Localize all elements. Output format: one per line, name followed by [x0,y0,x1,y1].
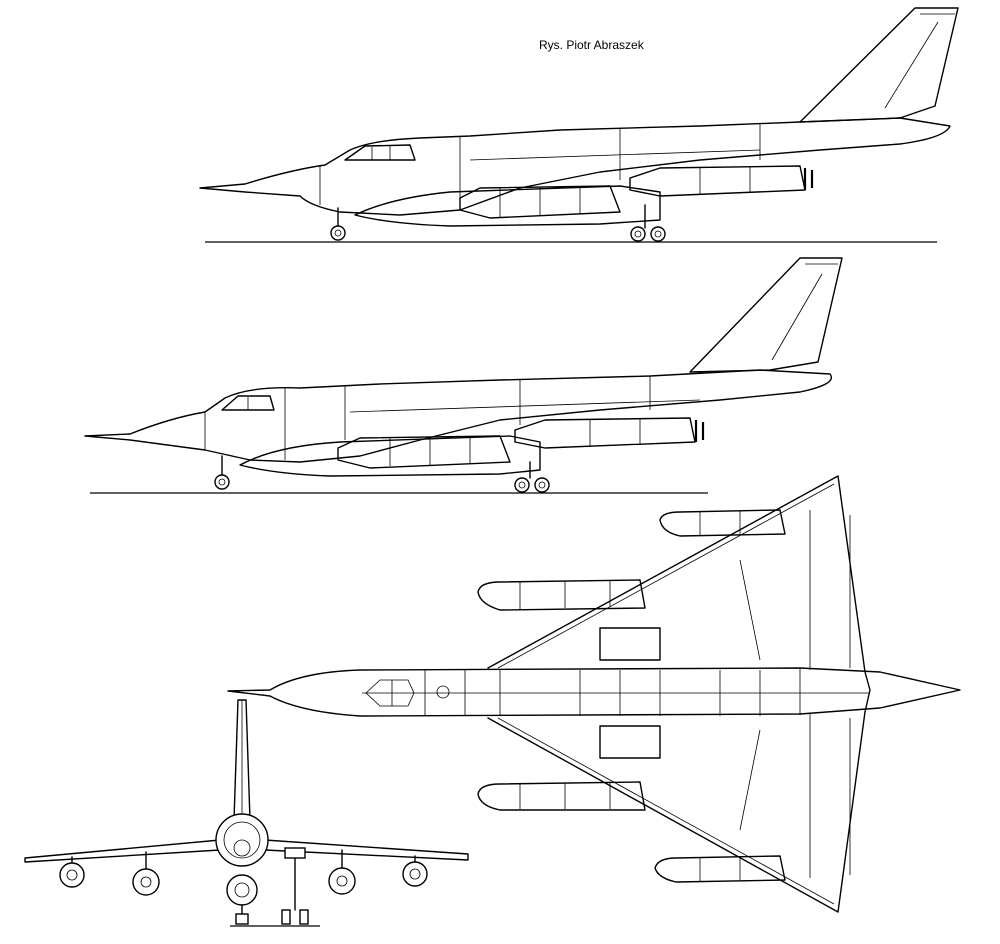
astrodome [436,685,450,699]
vertical-tail-upper [799,7,959,123]
engine-pod-left-outboard [659,509,786,537]
artist-credit: Rys. Piotr Abraszek [539,38,644,52]
weapons-pod-upper [354,185,661,227]
weapons-pod-front [226,874,258,906]
main-gear-upper [630,204,666,242]
fuselage-outline-upper [199,117,951,216]
canopy-upper [344,144,416,161]
engine-front-4 [402,855,428,887]
delta-wing [487,475,871,913]
engine-front-1 [59,856,85,888]
top-view [227,475,961,913]
nose-radome-front [233,839,251,857]
nacelle-fairing-right [599,725,661,759]
engine-front-3 [328,849,356,895]
canopy-lower [221,395,275,411]
front-view [24,699,469,927]
side-view-upper [199,7,959,243]
fuselage-outline-lower [84,369,832,463]
fuselage-top [227,667,961,717]
side-view-lower [84,257,843,494]
vertical-tail-lower [689,257,843,373]
cockpit-top [365,679,415,707]
nacelle-fairing-left [599,627,661,661]
weapons-pod-lower [239,435,541,477]
main-gear-lower [514,461,550,493]
nose-gear-lower [214,455,230,490]
engine-pod-right-inboard [477,781,646,811]
engine-nacelle-inboard-upper [459,185,621,219]
engine-nacelle-inboard-lower [337,435,511,469]
landing-gear-front [235,847,309,925]
engine-pod-left-inboard [477,579,646,611]
engine-front-2 [132,851,160,896]
nose-gear-upper [330,207,346,241]
engine-pod-right-outboard [654,855,786,883]
engine-nacelle-outboard-lower [514,417,696,449]
